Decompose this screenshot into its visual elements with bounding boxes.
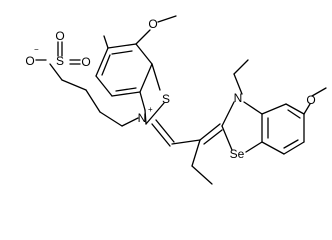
sulfonate-oxygen-top-label: O — [55, 29, 64, 43]
selenium-label: Se — [230, 147, 245, 161]
methoxy-oxygen-top-label: O — [148, 17, 157, 31]
butyl-sulfonate-chain — [35, 41, 139, 127]
methoxy-oxygen-right-label: O — [306, 93, 315, 107]
benzoselenazoline-ring — [221, 101, 305, 155]
chemical-structure-diagram: O O S O O S N N O Se − + — [25, 15, 327, 185]
formal-charges: − + — [34, 45, 153, 114]
right-ring-substituents — [233, 59, 327, 115]
thiazolium-positive-charge: + — [148, 105, 153, 114]
sulfonate-oxygen-right-label: O — [81, 55, 90, 69]
thiazolium-sulfur-label: S — [162, 92, 170, 106]
ethyl-methine-bridge — [151, 119, 223, 185]
selenazoline-nitrogen-label: N — [234, 91, 243, 105]
benzothiazolium-ring — [95, 43, 165, 125]
sulfonate-oxygen-left-label: O — [25, 54, 34, 68]
sulfonate-negative-charge: − — [34, 45, 39, 54]
atom-labels: O O S O O S N N O Se — [25, 17, 315, 161]
sulfonate-sulfur-label: S — [56, 54, 64, 68]
thiazolium-nitrogen-label: N — [138, 111, 147, 125]
methoxy-methyl-substituents — [103, 15, 177, 49]
